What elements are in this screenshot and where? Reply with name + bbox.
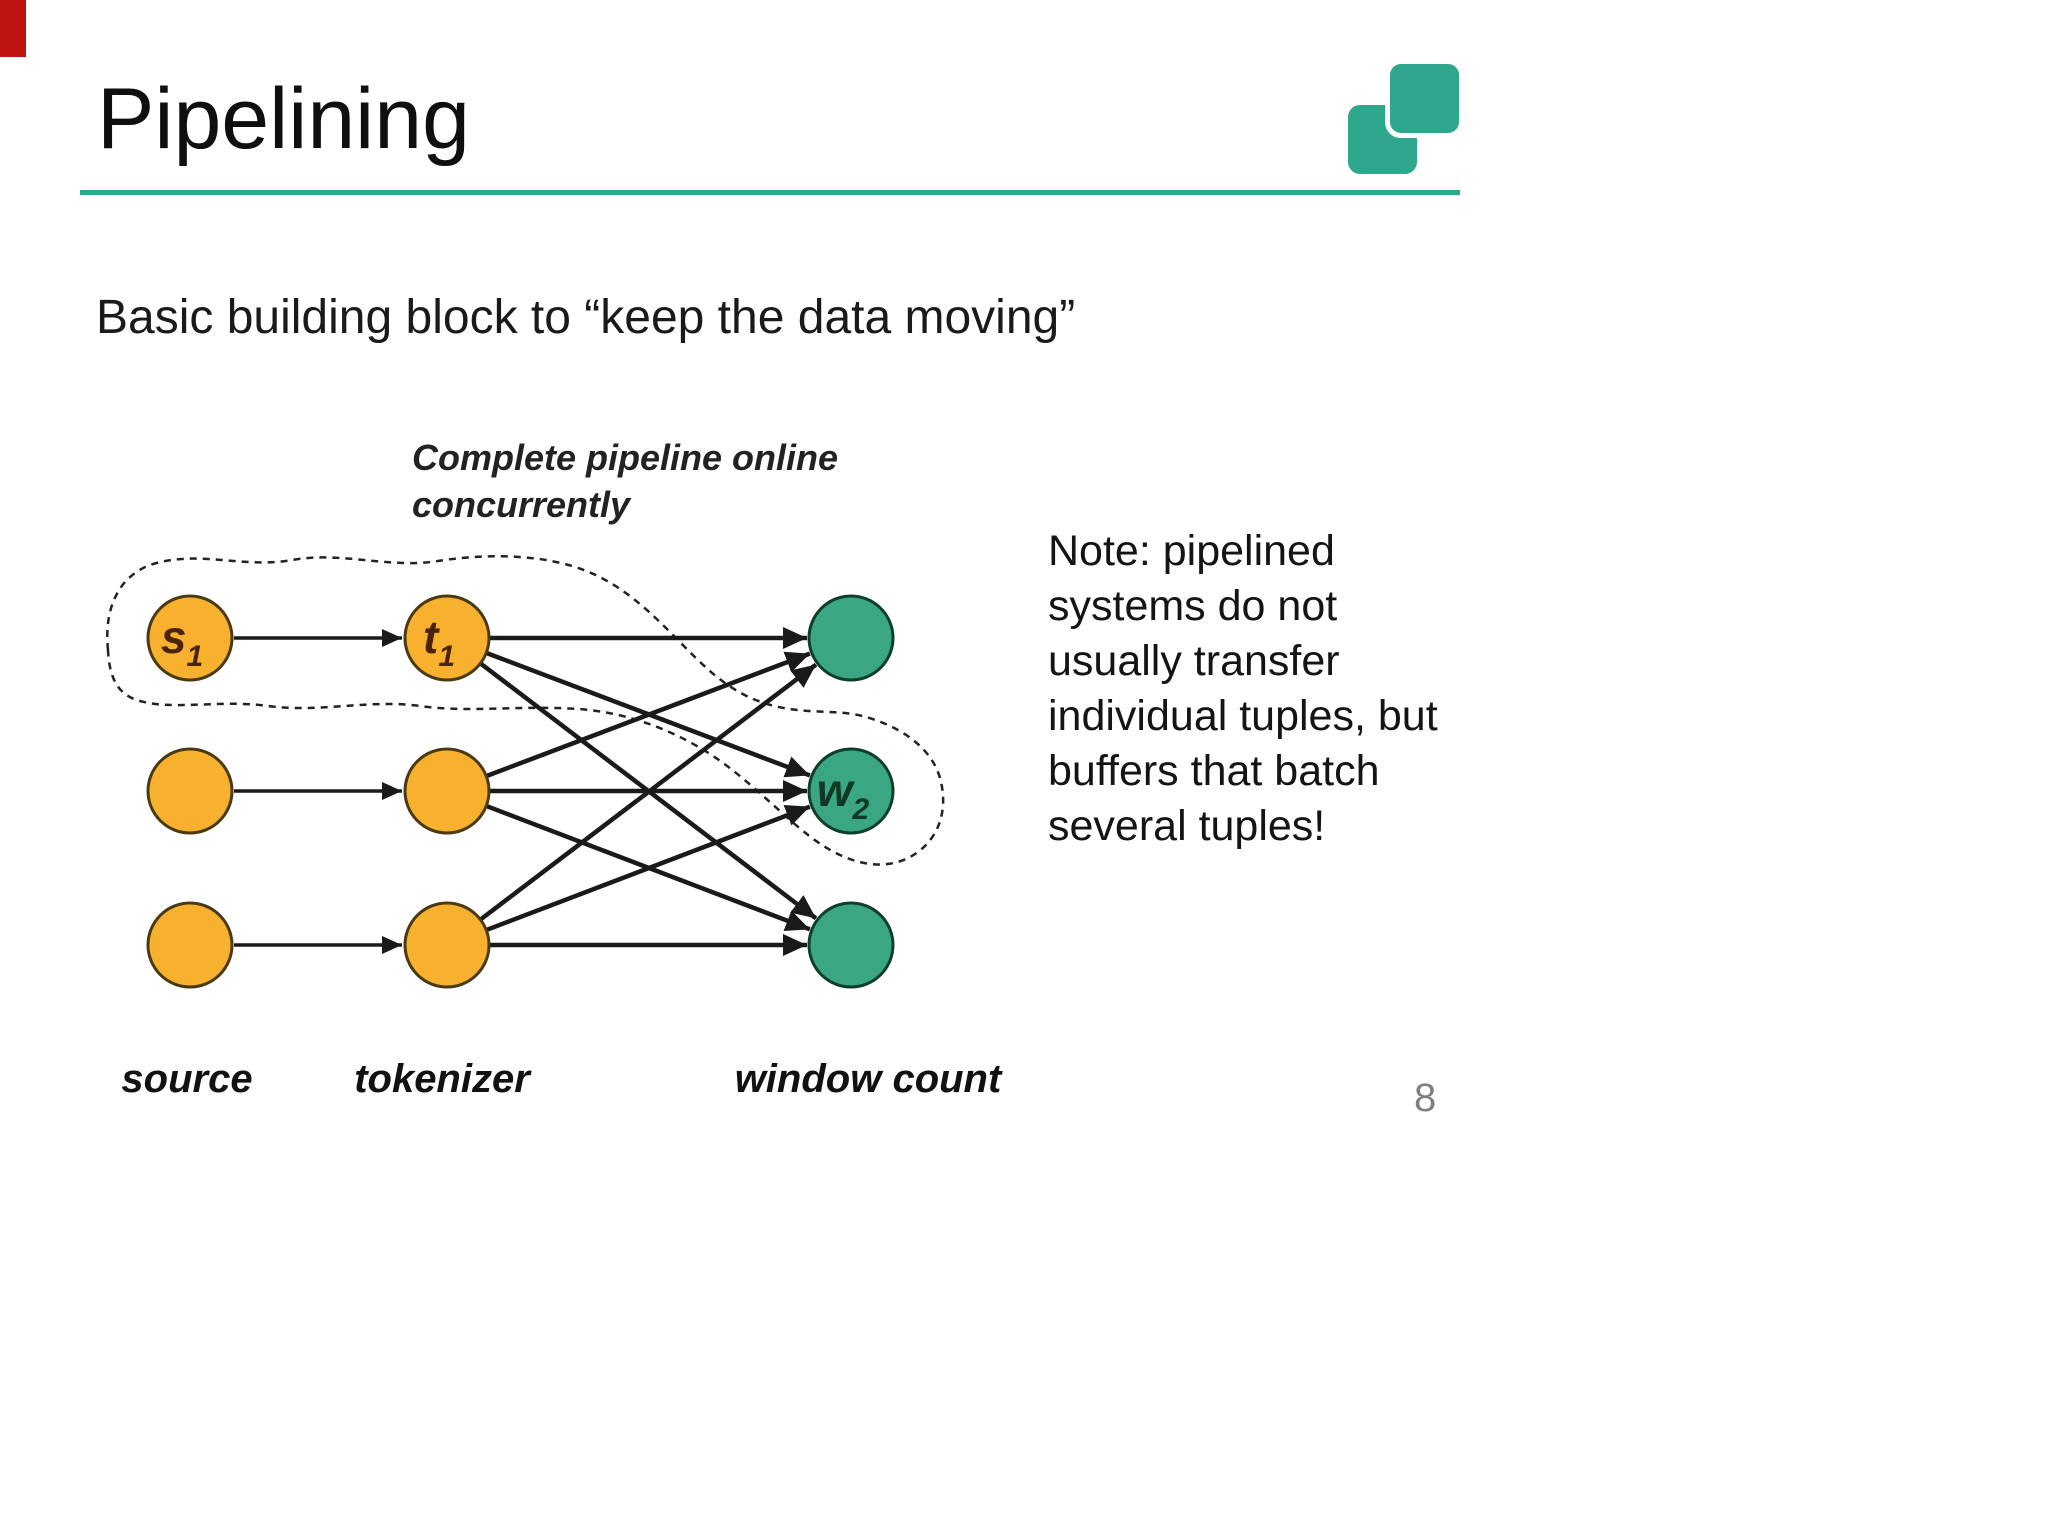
diagram-nodes <box>146 594 895 989</box>
note-line: buffers that batch <box>1048 747 1380 795</box>
node-label-t1: t1 <box>423 611 455 673</box>
figure-caption-line: concurrently <box>412 484 631 525</box>
page-number: 8 <box>1414 1076 1437 1120</box>
node-source-3 <box>146 901 234 989</box>
arrow-tokenizer-to-window <box>486 804 811 932</box>
diagram-node-labels: s1 t1 w2 <box>161 611 870 826</box>
column-label-tokenizer: tokenizer <box>354 1057 532 1101</box>
note-line: several tuples! <box>1048 802 1326 850</box>
note-line: systems do not <box>1048 582 1338 630</box>
figure-caption-line: Complete pipeline online <box>412 437 839 478</box>
column-label-window-count: window count <box>735 1057 1003 1101</box>
corner-tab <box>0 0 26 57</box>
node-tokenizer-2 <box>403 747 491 835</box>
column-label-source: source <box>121 1057 252 1101</box>
title-underline <box>80 190 1460 195</box>
logo <box>1340 52 1480 187</box>
node-label-s1: s1 <box>161 611 203 673</box>
arrow-tokenizer-to-window <box>486 651 811 778</box>
node-tokenizer-3 <box>403 901 491 989</box>
note-line: individual tuples, but <box>1048 692 1438 740</box>
node-window-count-3 <box>807 901 895 989</box>
note-line: usually transfer <box>1048 637 1340 685</box>
dashed-pipeline-outline <box>106 555 945 866</box>
node-source-2 <box>146 747 234 835</box>
node-window-count-1 <box>807 594 895 682</box>
subtitle: Basic building block to “keep the data m… <box>96 291 1076 344</box>
figure-caption: Complete pipeline online concurrently <box>412 434 838 528</box>
node-tokenizer-1 <box>403 594 491 682</box>
note-line: Note: pipelined <box>1048 527 1335 575</box>
logo-square-front-icon <box>1385 59 1464 138</box>
page-title: Pipelining <box>97 71 470 167</box>
note-text: Note: pipelined systems do not usually t… <box>1048 524 1438 854</box>
diagram-edges <box>234 627 818 956</box>
node-label-w2: w2 <box>817 764 870 826</box>
node-window-count-2 <box>807 747 895 835</box>
node-source-1 <box>146 594 234 682</box>
arrow-tokenizer-to-window <box>479 662 818 921</box>
